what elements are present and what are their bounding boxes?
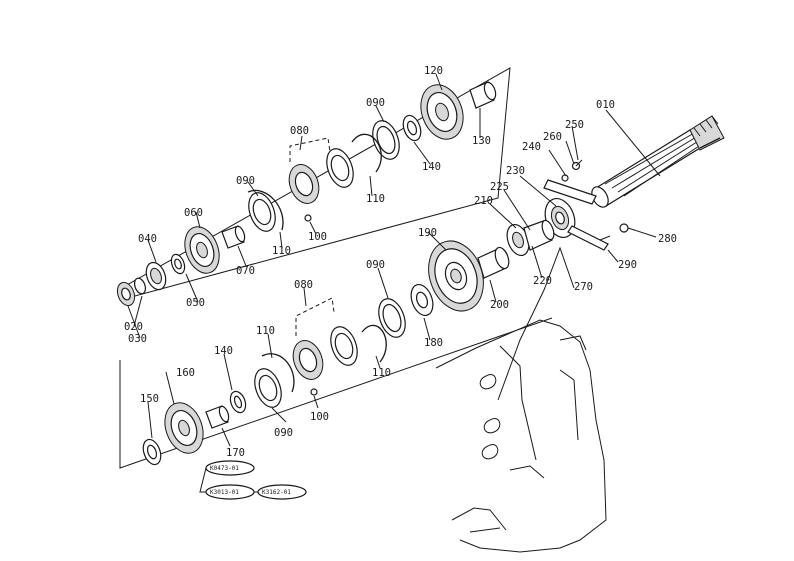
part-labels: 010 250 260 240 230 225 210 220 270 280 …	[124, 65, 677, 459]
reference-tag-3	[257, 484, 307, 500]
label-240: 240	[522, 141, 541, 153]
washer-140-upper	[402, 114, 422, 142]
spring-110-upper-left	[247, 189, 284, 231]
label-160: 160	[176, 367, 195, 379]
label-260: 260	[543, 131, 562, 143]
leader-lines	[127, 73, 661, 447]
label-100-lower: 100	[310, 411, 329, 423]
sleeve-080-lower	[330, 326, 358, 366]
label-180: 180	[424, 337, 443, 349]
ring-020	[133, 277, 147, 295]
hub-lower	[292, 297, 335, 380]
label-010: 010	[596, 99, 615, 111]
bushing-170	[205, 405, 230, 429]
gear-160	[164, 402, 204, 454]
label-200: 200	[490, 299, 509, 311]
label-250: 250	[565, 119, 584, 131]
washer-140-lower	[229, 390, 247, 414]
bearing-030	[116, 281, 136, 307]
spacer-200	[477, 246, 510, 279]
label-030: 030	[128, 333, 147, 345]
lower-assembly-frame	[119, 317, 553, 469]
label-170: 170	[226, 447, 245, 459]
spring-110-upper	[351, 133, 382, 173]
label-210: 210	[474, 195, 493, 207]
label-190: 190	[418, 227, 437, 239]
plate-270	[567, 223, 629, 251]
label-230: 230	[506, 165, 525, 177]
label-225: 225	[490, 181, 509, 193]
label-110-lower-right: 110	[372, 367, 391, 379]
label-040: 040	[138, 233, 157, 245]
plate-240	[543, 159, 597, 205]
pin-100-lower	[310, 388, 318, 396]
bearing-040	[145, 261, 167, 291]
reference-code-3: K3162-01	[262, 489, 291, 496]
washer-150	[142, 438, 162, 466]
bushing-130	[469, 81, 497, 109]
label-130: 130	[472, 135, 491, 147]
label-090-upper-left: 090	[236, 175, 255, 187]
label-090-lower-right: 090	[366, 259, 385, 271]
label-290: 290	[618, 259, 637, 271]
washer-180	[410, 283, 434, 317]
label-140-lower: 140	[214, 345, 233, 357]
reference-code-1: K0473-01	[210, 465, 239, 472]
label-080-lower: 080	[294, 279, 313, 291]
collar-210	[506, 223, 530, 257]
label-070: 070	[236, 265, 255, 277]
ring-090-upper-left	[248, 192, 276, 232]
label-120: 120	[424, 65, 443, 77]
spacer-225	[523, 219, 555, 251]
pin-100-upper	[304, 214, 312, 222]
label-150: 150	[140, 393, 159, 405]
label-140-upper: 140	[422, 161, 441, 173]
transmission-housing	[435, 319, 607, 553]
label-270: 270	[574, 281, 593, 293]
ring-090-lower-right	[378, 298, 406, 338]
label-280: 280	[658, 233, 677, 245]
label-110-upper-left: 110	[272, 245, 291, 257]
label-020: 020	[124, 321, 143, 333]
gear-190	[428, 240, 484, 312]
bushing-070	[221, 225, 246, 249]
washer-050	[170, 253, 186, 275]
label-220: 220	[533, 275, 552, 287]
ring-090-lower-left	[254, 368, 282, 408]
reference-code-2: K3013-01	[210, 489, 239, 496]
label-100-upper: 100	[308, 231, 327, 243]
label-110-lower-left: 110	[256, 325, 275, 337]
spring-110-lower-left	[261, 353, 295, 393]
label-110-upper-right: 110	[366, 193, 385, 205]
gear-120	[420, 84, 464, 140]
label-050: 050	[186, 297, 205, 309]
ring-090-upper-right	[372, 120, 400, 160]
reference-tags: K0473-01 K3013-01 K3162-01	[199, 460, 307, 500]
spring-110-lower-right	[361, 324, 387, 363]
sleeve-080-upper	[326, 148, 354, 188]
label-090-upper-right: 090	[366, 97, 385, 109]
label-090-lower-left: 090	[274, 427, 293, 439]
gear-060	[184, 226, 220, 274]
label-060: 060	[184, 207, 203, 219]
main-shaft-010	[591, 115, 725, 208]
hub-upper	[288, 137, 331, 204]
label-080-upper: 080	[290, 125, 309, 137]
